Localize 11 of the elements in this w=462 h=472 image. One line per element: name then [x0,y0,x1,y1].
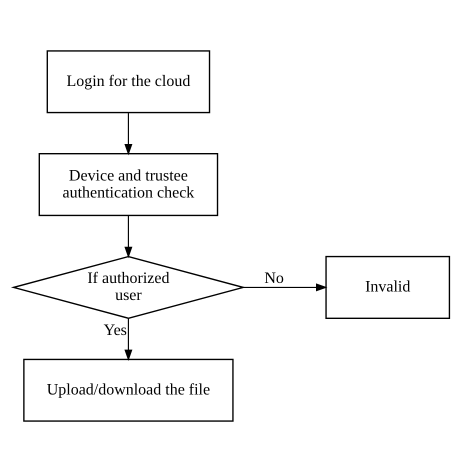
node-box: Upload/download the file [22,358,234,422]
node-diamond: If authorized user [10,256,246,319]
edge-label: No [264,270,284,288]
arrow [124,318,132,362]
node-box: Login for the cloud [46,50,210,114]
arrow [124,113,132,156]
edge-label: Yes [103,322,126,339]
node-box: Device and trustee authentication check [38,153,218,216]
arrow [124,216,132,258]
node-box: Invalid [324,256,450,319]
arrow [242,283,327,292]
